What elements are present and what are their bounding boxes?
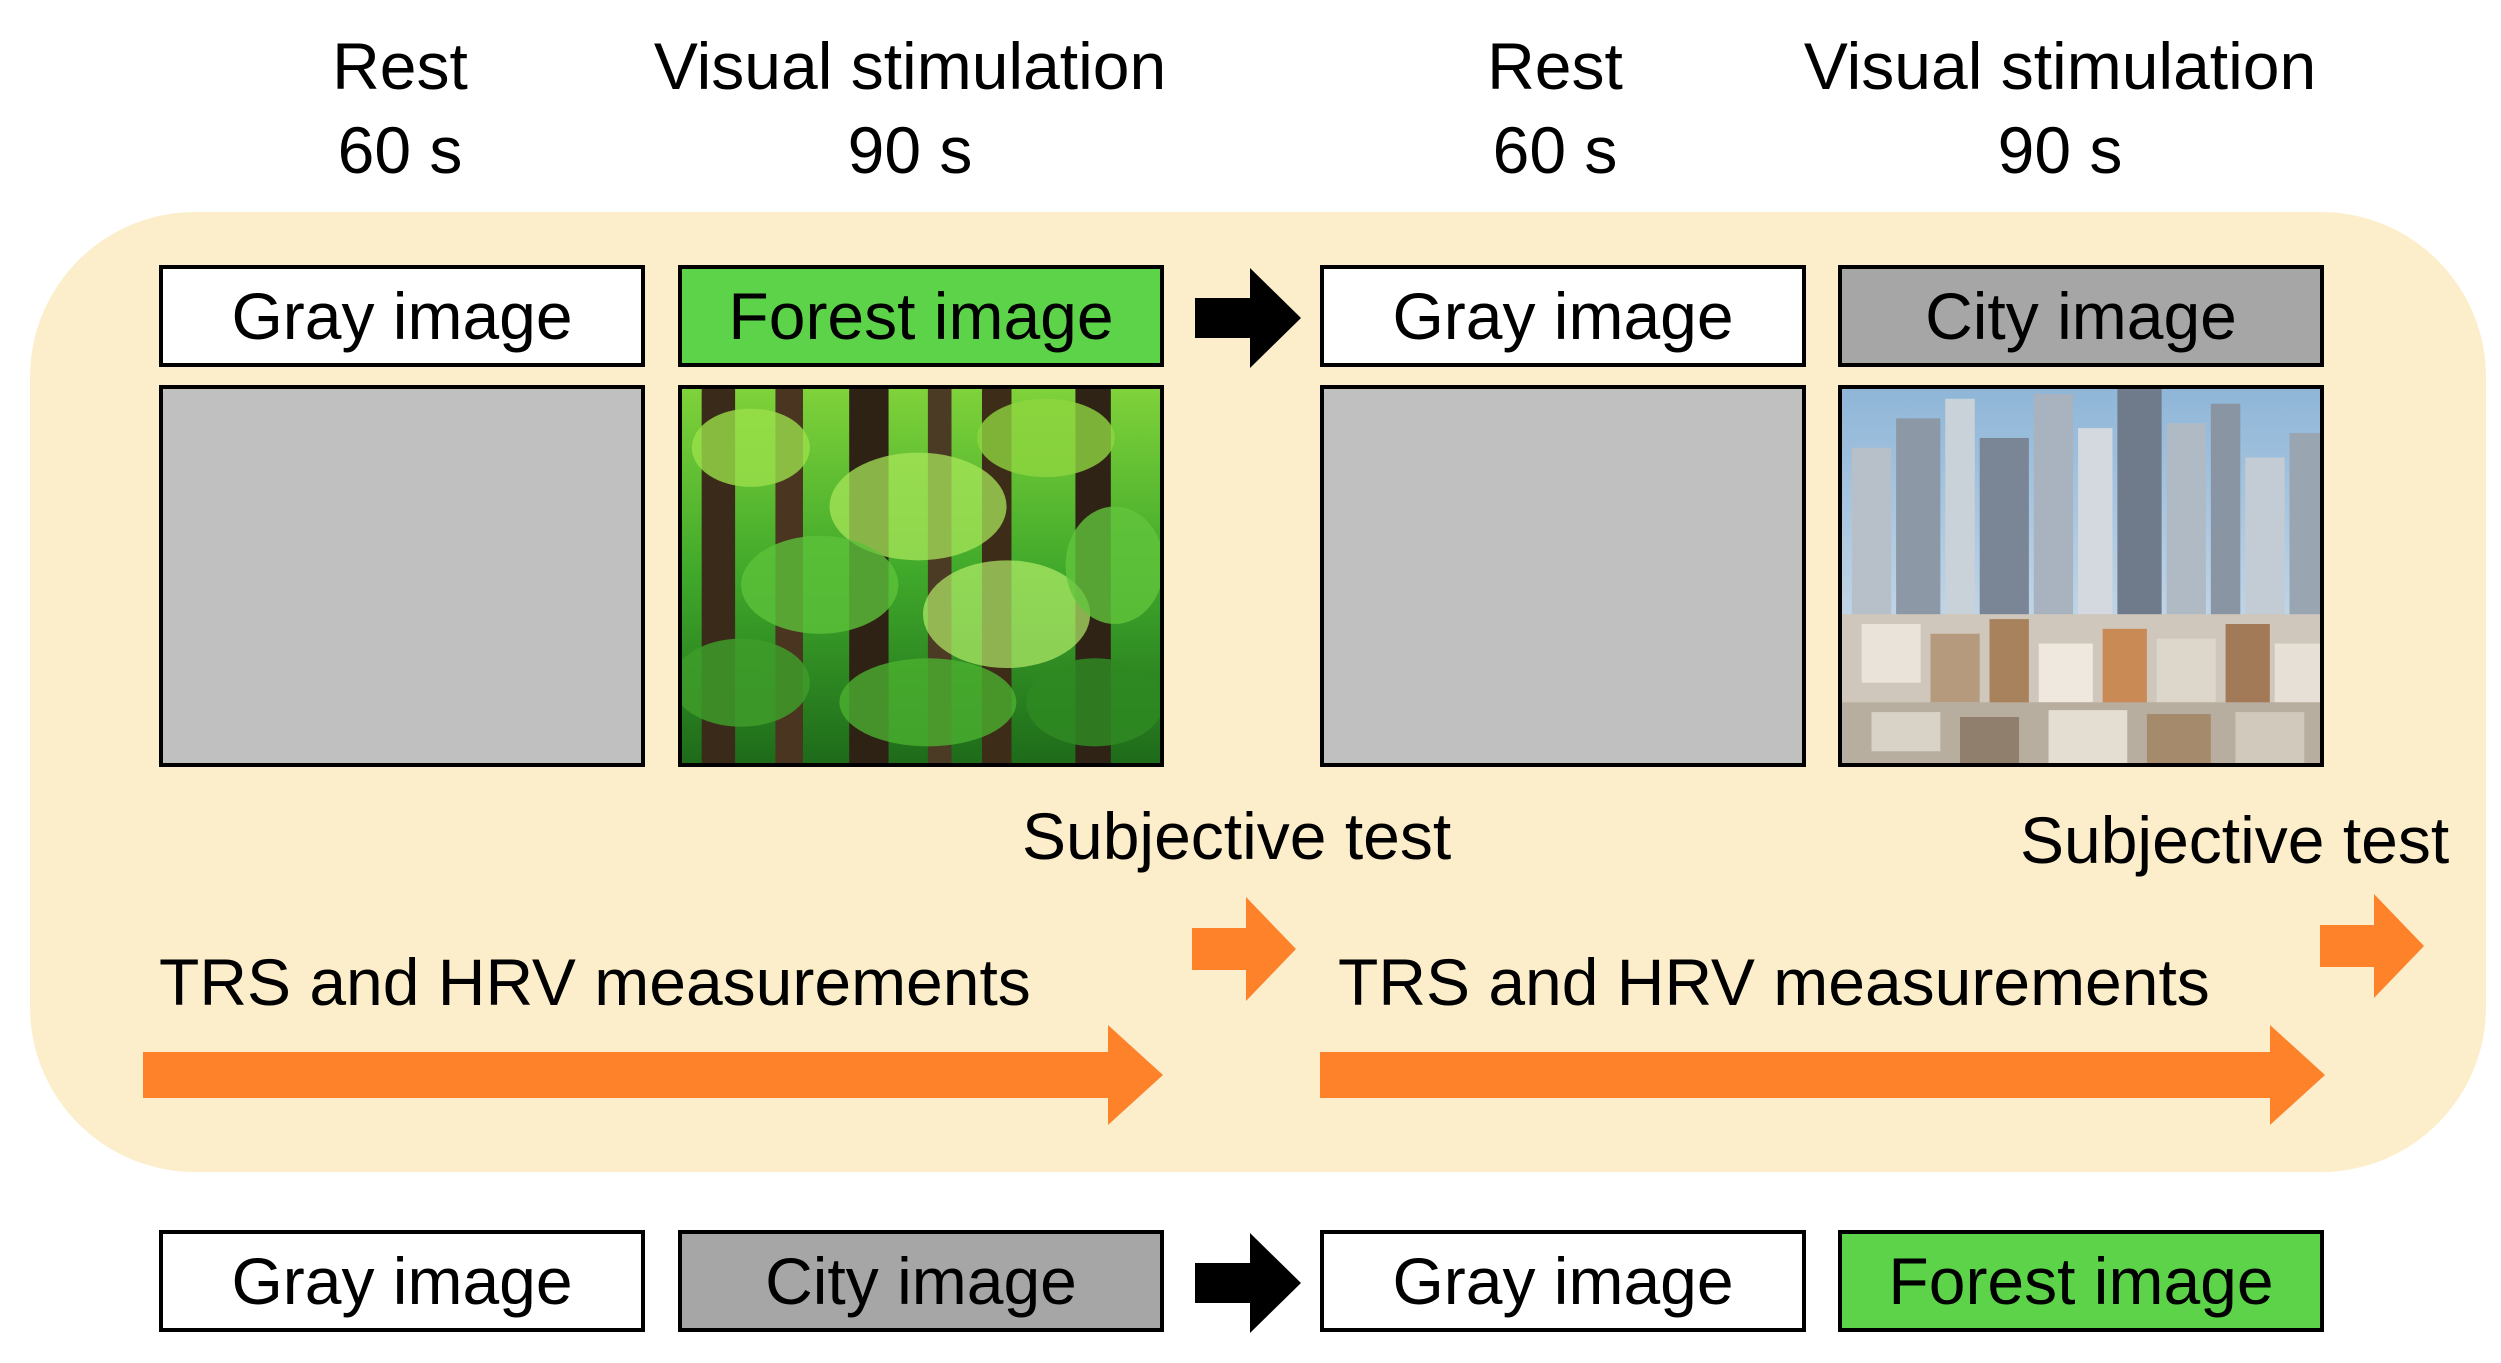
header-duration: 90 s	[1997, 113, 2123, 187]
label-gray-image: Gray image	[159, 265, 645, 367]
measurements-label: TRS and HRV measurements	[159, 945, 1031, 1019]
header-phase: Rest	[1487, 29, 1623, 103]
orange-long-arrow-icon	[143, 1025, 1163, 1125]
header-phase: Rest	[332, 29, 468, 103]
label-city-image: City image	[678, 1230, 1164, 1332]
header-rest-1: Rest 60 s	[300, 24, 500, 192]
header-duration: 90 s	[847, 113, 973, 187]
header-visual-2: Visual stimulation 90 s	[1790, 24, 2330, 192]
label-gray-image: Gray image	[1320, 1230, 1806, 1332]
label-city-image: City image	[1838, 265, 2324, 367]
orange-right-arrow-icon	[1192, 897, 1296, 1001]
orange-long-arrow-icon	[1320, 1025, 2325, 1125]
label-forest-image: Forest image	[1838, 1230, 2324, 1332]
label-gray-image: Gray image	[159, 1230, 645, 1332]
city-photo	[1838, 385, 2324, 767]
header-phase: Visual stimulation	[653, 29, 1167, 103]
header-rest-2: Rest 60 s	[1455, 24, 1655, 192]
header-visual-1: Visual stimulation 90 s	[640, 24, 1180, 192]
label-forest-image: Forest image	[678, 265, 1164, 367]
header-duration: 60 s	[1492, 113, 1618, 187]
black-right-arrow-icon	[1195, 1233, 1301, 1333]
label-gray-image: Gray image	[1320, 265, 1806, 367]
measurements-label: TRS and HRV measurements	[1338, 945, 2210, 1019]
orange-right-arrow-icon	[2320, 894, 2424, 998]
subjective-test-label: Subjective test	[2020, 803, 2450, 877]
gray-image-placeholder	[159, 385, 645, 767]
header-duration: 60 s	[337, 113, 463, 187]
black-right-arrow-icon	[1195, 268, 1301, 368]
forest-photo	[678, 385, 1164, 767]
header-phase: Visual stimulation	[1803, 29, 2317, 103]
gray-image-placeholder	[1320, 385, 1806, 767]
subjective-test-label: Subjective test	[1022, 799, 1452, 873]
